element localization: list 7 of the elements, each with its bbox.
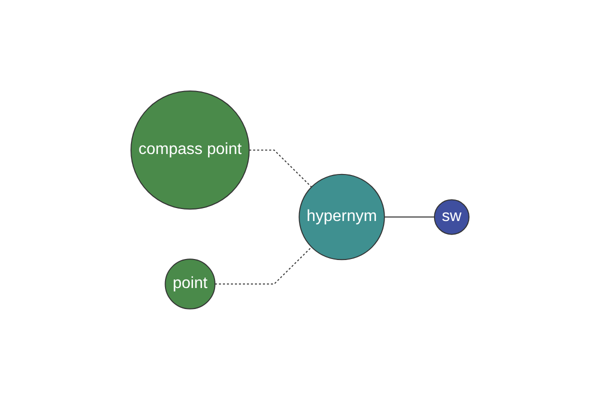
node-circle: hypernym	[298, 174, 385, 260]
node-circle: point	[164, 258, 216, 310]
connector	[384, 216, 435, 218]
connector	[214, 246, 312, 285]
connector	[248, 150, 312, 188]
node-circle: compass point	[130, 90, 250, 210]
node-circle: sw	[434, 199, 470, 235]
